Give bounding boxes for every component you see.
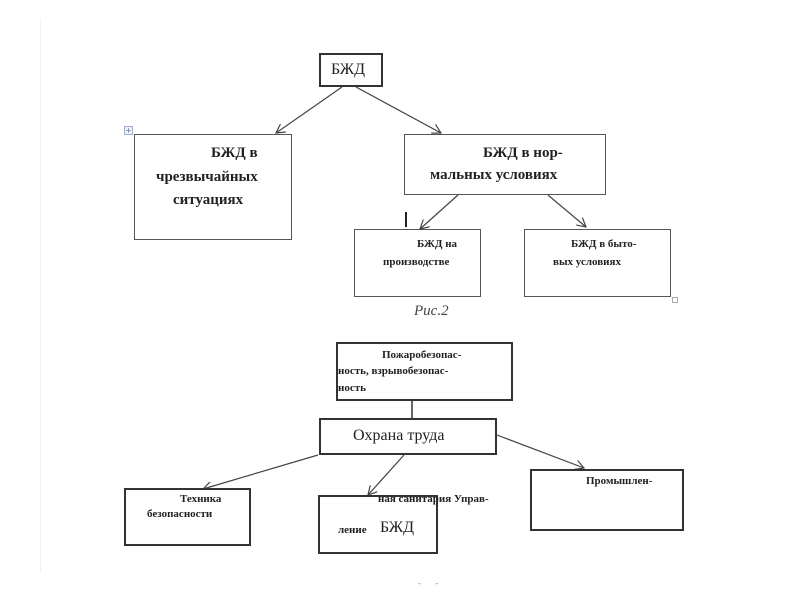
node-household-line-1: БЖД в быто- [571,238,637,250]
node-emergency-line-3: ситуациях [173,192,244,208]
node-fire-safety: Пожаробезопас- ность, взрывобезопас- нос… [336,342,513,401]
node-safety-technique-line-1: Техника [180,493,222,505]
node-normal-conditions: БЖД в нор- мальных условиях [404,134,606,195]
arrow-normal-to-production [420,194,459,229]
table-move-handle-icon[interactable]: + [124,126,133,135]
node-fire-safety-line-1: Пожаробезопас- [382,349,462,361]
node-fire-safety-line-2: ность, взрывобезопас- [338,365,449,377]
node-production-line-2: производстве [383,256,450,268]
node-labor-protection: Охрана труда [319,418,497,455]
arrow-root-to-emergency [276,86,343,133]
node-bzhd-root: БЖД [319,53,383,87]
resize-handle[interactable] [672,297,678,303]
node-industrial-label: Промышлен- [586,475,653,487]
node-emergency-line-2: чрезвычайных [156,169,258,185]
node-emergency-line-1: БЖД в [211,145,258,161]
arrow-root-to-normal [355,86,441,133]
arrow-labor-to-management [368,454,405,495]
node-household-line-2: вых условиях [553,256,621,268]
node-industrial: Промышлен- [530,469,684,531]
figure-2-caption-partial: - - [418,578,445,588]
arrow-labor-to-technique [203,454,319,489]
node-household: БЖД в быто- вых условиях [524,229,671,297]
node-management: ление БЖД [318,495,438,554]
node-labor-protection-label: Охрана труда [353,427,445,444]
node-normal-line-1: БЖД в нор- [483,145,563,161]
node-production: БЖД на производстве [354,229,481,297]
node-safety-technique: Техника безопасности [124,488,251,546]
arrow-normal-to-household [547,194,586,227]
node-fire-safety-line-3: ность [338,382,366,394]
node-production-line-1: БЖД на [417,238,458,250]
node-management-bzhd: БЖД [380,519,415,536]
figure-1-caption: Рис.2 [414,303,449,319]
node-normal-line-2: мальных условиях [430,167,558,183]
text-cursor [405,212,407,227]
node-bzhd-root-label: БЖД [331,61,366,78]
overflow-text-sanitation: ная санитария Управ- [378,493,489,505]
node-management-line-1: ление [338,524,367,536]
node-emergency: БЖД в чрезвычайных ситуациях [134,134,292,240]
node-safety-technique-line-2: безопасности [147,508,213,520]
arrow-labor-to-industrial [496,434,584,468]
page-edge [40,18,41,573]
